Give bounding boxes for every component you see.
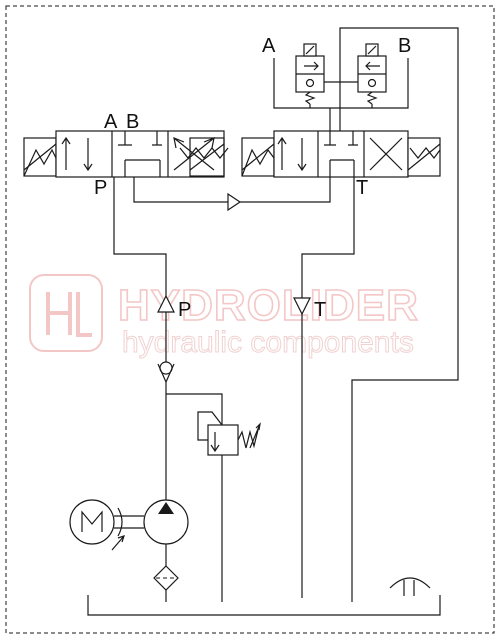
- label-left-a: A: [104, 111, 118, 133]
- arrow-icon: [365, 61, 380, 71]
- spring-right-icon: [407, 143, 441, 171]
- tank-return-line: [301, 177, 355, 598]
- motor-m-symbol: [81, 510, 103, 532]
- label-top-b: B: [398, 35, 411, 57]
- label-pressure-port: P: [178, 299, 191, 321]
- label-left-p: P: [94, 177, 107, 199]
- right-valve-body: [273, 130, 409, 178]
- spring-right-icon: [179, 147, 229, 159]
- relief-valve-body: [207, 424, 239, 456]
- pump-arrow-icon: [158, 502, 174, 514]
- spring-left-icon: [241, 148, 275, 177]
- return-line: [339, 27, 459, 602]
- solenoid-diagonal: [241, 143, 275, 171]
- top-check-valves: [273, 43, 409, 131]
- spring-icon: [366, 91, 378, 105]
- valve-interconnect-line: [133, 177, 331, 203]
- left-valve-arrows-icon: [61, 136, 93, 172]
- label-top-a: A: [262, 35, 276, 57]
- tank-line: [87, 595, 441, 616]
- relief-spring-icon: [237, 429, 259, 449]
- tank-breather-icon: [389, 577, 431, 589]
- pilot-line: [197, 411, 223, 441]
- right-valve-dividers: [317, 131, 365, 177]
- label-tank-port: T: [314, 299, 326, 321]
- watermark-logo-mark: [46, 292, 92, 337]
- right-valve-cross-icon: [369, 137, 403, 171]
- top-manifold-line: [273, 58, 409, 109]
- label-left-b: B: [126, 111, 139, 133]
- tank-port-triangle-icon: [293, 297, 311, 316]
- solenoid-slash: [305, 45, 315, 55]
- pressure-supply-line: [113, 177, 167, 296]
- rotation-arrow-icon: [111, 535, 125, 551]
- watermark: HYDROLIDER hydraulic components: [29, 274, 419, 360]
- solenoid-slash: [367, 45, 377, 55]
- left-valve-body: [55, 130, 225, 178]
- adjust-arrow-icon: [249, 422, 261, 449]
- motor-shaft: [114, 515, 144, 529]
- arrow-icon: [304, 61, 319, 71]
- left-valve-center-ports: [118, 131, 162, 177]
- solenoid-diagonal-right: [189, 143, 225, 171]
- dashed-frame: [5, 5, 495, 634]
- relief-valve-arrow-icon: [210, 432, 220, 453]
- watermark-tagline: hydraulic components: [122, 326, 414, 359]
- right-valve-arrows-icon: [277, 136, 307, 172]
- breather-legs: [403, 580, 415, 596]
- watermark-logo-icon: [29, 274, 103, 352]
- ball-check-icon: [367, 78, 377, 88]
- left-valve-dividers: [111, 131, 169, 177]
- spring-left-icon: [23, 148, 57, 177]
- spring-icon: [304, 91, 316, 105]
- left-valve-cross-icon: [173, 137, 215, 171]
- label-right-t: T: [356, 177, 368, 199]
- coupling-arc: [117, 507, 123, 537]
- right-directional-valve: [241, 130, 441, 178]
- flow-arrow-icon: [227, 192, 242, 212]
- left-valve-solenoid-right: [189, 137, 225, 177]
- relief-valve-line: [166, 393, 223, 425]
- left-directional-valve: [23, 130, 229, 178]
- electric-motor-icon: [69, 499, 115, 545]
- right-valve-center-ports: [324, 131, 358, 177]
- ball-check-icon: [305, 78, 315, 88]
